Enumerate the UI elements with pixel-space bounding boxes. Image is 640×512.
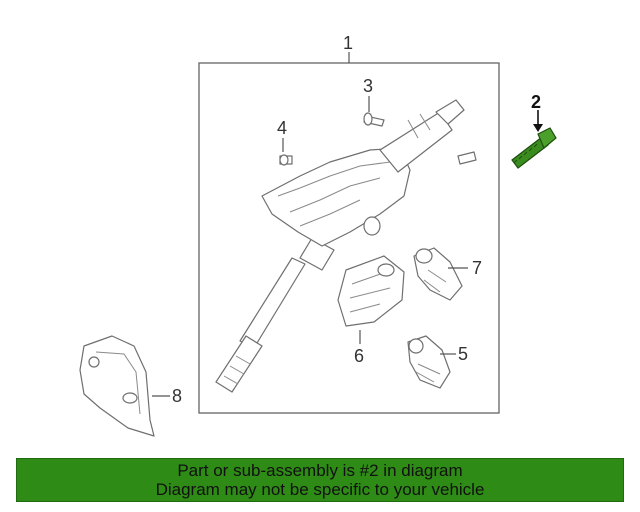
callout-2: 2 [531, 92, 541, 112]
banner-line-1: Part or sub-assembly is #2 in diagram [177, 461, 463, 480]
bolt-part-2 [511, 127, 557, 169]
info-banner: Part or sub-assembly is #2 in diagram Di… [16, 458, 624, 502]
bolt-part-3 [363, 112, 385, 127]
lock-cylinder-part-5 [407, 335, 451, 389]
callout-4: 4 [277, 118, 287, 138]
callout-5: 5 [458, 344, 468, 364]
callout-3: 3 [363, 76, 373, 96]
callout-2-arrowhead [533, 124, 543, 132]
switch-part-7 [413, 247, 463, 301]
steering-column [215, 99, 465, 393]
bracket-part-8 [79, 335, 155, 437]
callout-1: 1 [343, 33, 353, 53]
callout-7: 7 [472, 258, 482, 278]
callout-8: 8 [172, 386, 182, 406]
column-pin [457, 151, 477, 165]
bolt-part-4 [279, 154, 293, 166]
lock-housing-part-6 [337, 255, 405, 327]
callout-6: 6 [354, 346, 364, 366]
banner-line-2: Diagram may not be specific to your vehi… [155, 480, 485, 499]
